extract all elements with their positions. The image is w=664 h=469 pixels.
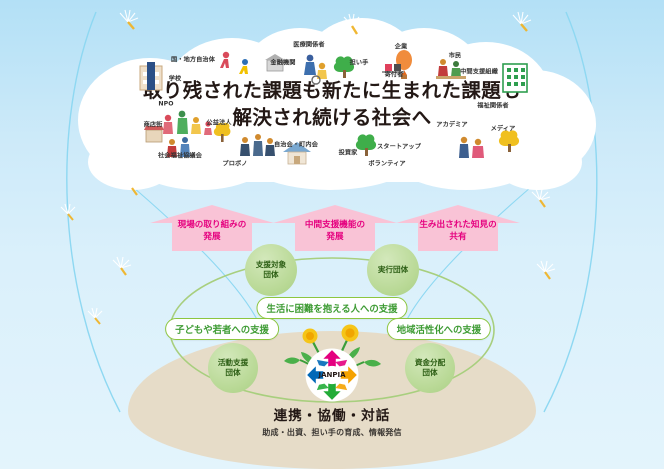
cloud-actor-label: 担い手	[349, 59, 369, 67]
page-title-line1: 取り残された課題も新たに生まれた課題も	[142, 79, 522, 102]
support-pill-label: 生活に困難を抱える人への支援	[256, 297, 408, 319]
green-circle-node: 活動支援団体	[208, 343, 258, 393]
arrow-label-line1: 生み出された知見の	[419, 220, 497, 230]
cloud-actor-label: 国・地方自治体	[170, 56, 216, 64]
cloud-actor-label: 公益法人	[206, 119, 232, 127]
page-title: 取り残された課題も新たに生まれた課題も 解決され続ける社会へ	[0, 78, 664, 132]
green-circle-label: 資金分配団体	[415, 358, 445, 379]
green-circle-line1: 活動支援	[217, 357, 249, 367]
arrow-label-line2: 共有	[449, 232, 467, 243]
pink-arrow-banner: 現場の取り組みの発展	[150, 205, 274, 251]
pink-arrow-banner: 生み出された知見の共有	[396, 205, 520, 251]
green-circle-label: 実行団体	[378, 265, 408, 275]
cloud-actor-label: 金融機関	[270, 59, 296, 67]
bottom-subtitle: 助成・出資、担い手の育成、情報発信	[262, 428, 402, 437]
cloud-actor-label: 商店街	[143, 121, 163, 129]
green-circle-line2: 団体	[263, 270, 279, 279]
green-circle-node: 資金分配団体	[405, 343, 455, 393]
cloud-actor-label: 寄付者	[384, 71, 404, 79]
green-circle-line1: 資金分配	[414, 357, 446, 367]
green-circle-node: 実行団体	[367, 244, 419, 296]
cloud-actor-label: 医療関係者	[293, 41, 325, 49]
cloud-actor-label: 投資家	[338, 149, 358, 157]
arrow-label: 生み出された知見の共有	[396, 219, 520, 244]
arrow-shaft	[172, 221, 252, 251]
arrow-label: 現場の取り組みの発展	[150, 219, 274, 244]
arrow-head	[150, 205, 274, 223]
green-circle-label: 活動支援団体	[218, 358, 248, 379]
green-circle-label: 支援対象団体	[256, 260, 286, 281]
cloud-actor-label: 社会福祉協議会	[157, 152, 203, 160]
cloud-actor-label: アカデミア	[436, 121, 468, 129]
green-circle-line2: 団体	[225, 368, 241, 377]
arrow-head	[273, 205, 397, 223]
pink-arrow-banner: 中間支援機能の発展	[273, 205, 397, 251]
janpia-logo: JANPIA	[305, 348, 359, 402]
arrow-label-line2: 発展	[203, 232, 221, 243]
arrow-label: 中間支援機能の発展	[273, 219, 397, 244]
green-circle-node: 支援対象団体	[245, 244, 297, 296]
bottom-text-block: 連携・協働・対話 助成・出資、担い手の育成、情報発信	[0, 404, 664, 438]
cloud-actor-label: 福祉関係者	[477, 102, 509, 110]
cloud-actor-label: ボランティア	[368, 160, 406, 168]
green-circle-line1: 支援対象	[255, 259, 287, 269]
arrow-label-line1: 現場の取り組みの	[177, 220, 247, 230]
cloud-actor-label: 企業	[394, 43, 408, 51]
page-title-line2: 解決され続ける社会へ	[232, 105, 432, 129]
cloud-actor-label: 学校	[168, 75, 182, 83]
cloud-actor-label: スタートアップ	[376, 143, 422, 151]
cloud-shape	[78, 18, 596, 190]
bottom-title: 連携・協働・対話	[273, 408, 391, 424]
green-circle-line1: 実行団体	[377, 264, 409, 274]
support-pill-label: 地域活性化への支援	[386, 318, 492, 340]
arrow-head	[396, 205, 520, 223]
cloud-actor-label: 自治会・町内会	[273, 141, 319, 149]
cloud-actor-label: 中間支援組織	[460, 68, 498, 76]
cloud-actor-label: プロボノ	[222, 160, 248, 168]
cloud-actor-label: NPO	[158, 100, 174, 108]
cloud-actor-label: 市民	[448, 52, 462, 60]
green-circle-line2: 団体	[422, 368, 438, 377]
arrow-label-line2: 発展	[326, 232, 344, 243]
support-pill-label: 子どもや若者への支援	[165, 318, 279, 340]
cloud-actor-label: メディア	[490, 125, 516, 133]
arrow-shaft	[295, 221, 375, 251]
arrow-shaft	[418, 221, 498, 251]
arrow-label-line1: 中間支援機能の	[304, 220, 366, 230]
logo-text: JANPIA	[317, 370, 346, 379]
